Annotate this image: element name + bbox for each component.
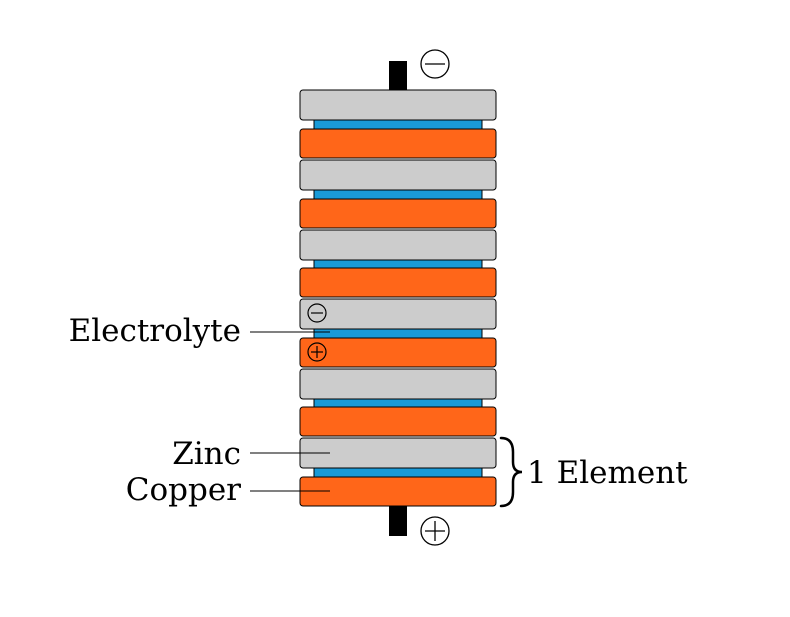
copper-plate bbox=[299, 128, 497, 159]
element-label: 1 Element bbox=[527, 455, 688, 491]
copper-plate bbox=[299, 406, 497, 437]
positive-terminal bbox=[389, 506, 407, 536]
zinc-label: Zinc bbox=[172, 436, 241, 472]
zinc-plate bbox=[299, 89, 497, 121]
zinc-plate bbox=[299, 159, 497, 191]
negative-terminal bbox=[389, 61, 407, 91]
copper-positive-sign bbox=[307, 342, 327, 362]
copper-label: Copper bbox=[126, 472, 241, 508]
zinc-plate bbox=[299, 368, 497, 400]
zinc-plate bbox=[299, 229, 497, 261]
positive-terminal-sign bbox=[420, 516, 450, 546]
copper-plate bbox=[299, 198, 497, 229]
zinc-negative-sign bbox=[307, 303, 327, 323]
copper-plate bbox=[299, 337, 497, 368]
element-brace bbox=[499, 436, 523, 508]
electrolyte-label: Electrolyte bbox=[69, 313, 241, 349]
zinc-plate bbox=[299, 298, 497, 330]
copper-plate bbox=[299, 267, 497, 298]
negative-terminal-sign bbox=[420, 49, 450, 79]
